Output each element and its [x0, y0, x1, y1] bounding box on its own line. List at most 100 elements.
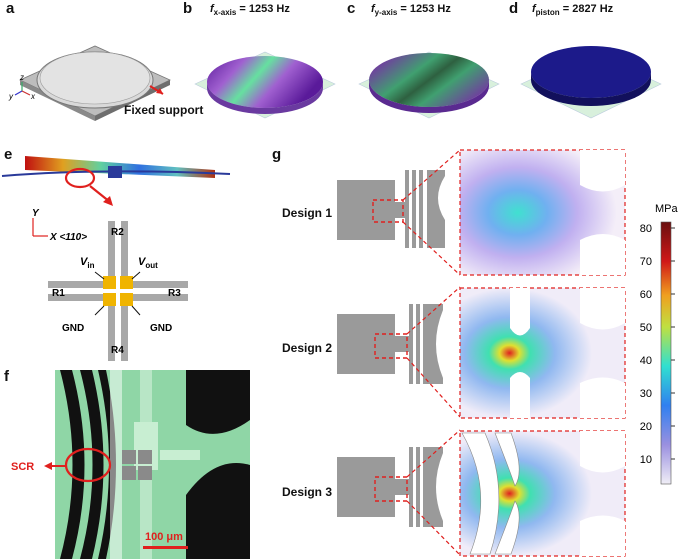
d1-cutout-top	[580, 150, 625, 192]
disc-d-side	[531, 72, 651, 106]
pad-br	[119, 292, 133, 306]
pad-tr	[119, 276, 133, 290]
d1-beam-2	[412, 170, 416, 248]
d2-slot-top	[510, 288, 530, 336]
d3-beam-1	[409, 447, 413, 527]
d3-slit-1	[461, 432, 500, 555]
d2-mass	[423, 304, 443, 384]
design-3-stress-map	[459, 430, 626, 557]
piezo-sq-4	[138, 466, 152, 480]
d2-cutout-top	[580, 288, 625, 330]
d3-slit-2	[494, 432, 520, 487]
axis-Y-label: Y	[32, 208, 40, 219]
design-2-label: Design 2	[282, 341, 333, 355]
piezo-sq-3	[122, 466, 136, 480]
mode-d	[520, 46, 662, 119]
axis-z-label: z	[19, 73, 24, 82]
d2-neck	[395, 336, 409, 352]
d3-zoom-line-bottom	[406, 500, 461, 556]
disc-b-side	[207, 82, 323, 114]
design-2-schematic	[337, 286, 461, 418]
panel-letter-e: e	[4, 146, 13, 163]
r1-label: R1	[52, 288, 65, 299]
piezo-sq-1	[122, 450, 136, 464]
scr-arrowhead	[44, 462, 52, 470]
freq-label-c: fy-axis = 1253 Hz	[371, 3, 451, 18]
freq-label-b: fx-axis = 1253 Hz	[210, 3, 290, 18]
d2-slot-bottom	[510, 372, 530, 418]
colorbar-tick-label: 20	[640, 421, 652, 433]
axis-x-line	[21, 90, 31, 96]
zoom-circle	[64, 167, 96, 189]
gnd-right-lead	[131, 305, 141, 316]
design-1-label: Design 1	[282, 206, 333, 220]
d3-cutout-bottom	[580, 515, 625, 556]
pad-tl	[103, 276, 117, 290]
d1-cutout-bottom	[580, 234, 625, 275]
axis-y-label: y	[8, 92, 14, 101]
colorbar-tick-label: 80	[640, 223, 652, 235]
design-3-label: Design 3	[282, 485, 333, 499]
scale-bar	[143, 546, 188, 549]
r2-label: R2	[111, 227, 124, 238]
d1-roi	[372, 199, 404, 223]
design-2-stress-map	[459, 287, 626, 419]
d3-zoom-line-top	[406, 429, 461, 478]
vin-lead	[94, 271, 105, 280]
d1-beam-3	[419, 170, 423, 248]
proof-mass-bottom	[186, 463, 250, 559]
vout-label: Vout	[138, 256, 158, 270]
colorbar-unit: MPa	[655, 203, 679, 215]
d3-roi	[374, 476, 408, 502]
d1-neck	[395, 202, 405, 218]
gnd-right-label: GND	[150, 323, 172, 334]
d3-mass	[423, 447, 443, 527]
d1-body	[337, 180, 395, 240]
d3-slit-3	[494, 500, 520, 555]
d3-cutout-top	[580, 431, 625, 473]
axis-X-label: X <110>	[49, 232, 87, 243]
slot-bottom	[115, 306, 121, 361]
d2-zoom-line-bottom	[406, 357, 461, 418]
pad-gap-h	[103, 289, 133, 293]
panel-letter-b: b	[183, 0, 193, 17]
gnd-left-lead	[94, 305, 105, 316]
panel-letter-c: c	[347, 0, 356, 17]
design-1-schematic	[337, 149, 461, 276]
colorbar-tick-label: 60	[640, 289, 652, 301]
mode-shapes	[194, 46, 662, 119]
r4-label: R4	[111, 345, 124, 356]
axis-x-label: x	[30, 92, 36, 101]
panel-letter-d: d	[509, 0, 519, 17]
scale-label: 100 μm	[145, 531, 183, 543]
vout-lead	[131, 271, 141, 280]
trench-1	[60, 370, 85, 559]
mode-b	[194, 51, 336, 119]
gnd-left-label: GND	[62, 323, 84, 334]
d1-beam-1	[405, 170, 409, 248]
d2-beam-2	[416, 304, 420, 384]
d3-body	[337, 457, 395, 517]
colorbar-tick-label: 30	[640, 388, 652, 400]
arrow-head	[156, 88, 163, 94]
colorbar-tick-label: 10	[640, 454, 652, 466]
panel-f-micrograph: SCR 100 μm	[11, 370, 250, 559]
gap-strip	[110, 370, 122, 559]
proof-mass-top	[186, 370, 250, 434]
d3-neck	[395, 479, 409, 495]
pad-bl	[103, 292, 117, 306]
panel-e-diagram: Y X <110> R2 R4 R1 R3 Vin Vout GND GND	[1, 156, 231, 361]
d1-zoom-line-top	[402, 149, 461, 201]
design-3-schematic	[337, 429, 461, 556]
side-arm	[160, 450, 200, 460]
disc-c	[369, 53, 489, 107]
colorbar-gradient	[660, 221, 672, 485]
panel-a-device: z y x	[8, 45, 171, 121]
disc-b	[207, 56, 323, 108]
zoom-arrowhead	[103, 196, 113, 206]
scr-circle	[64, 447, 112, 483]
piezo-sq-2	[138, 450, 152, 464]
